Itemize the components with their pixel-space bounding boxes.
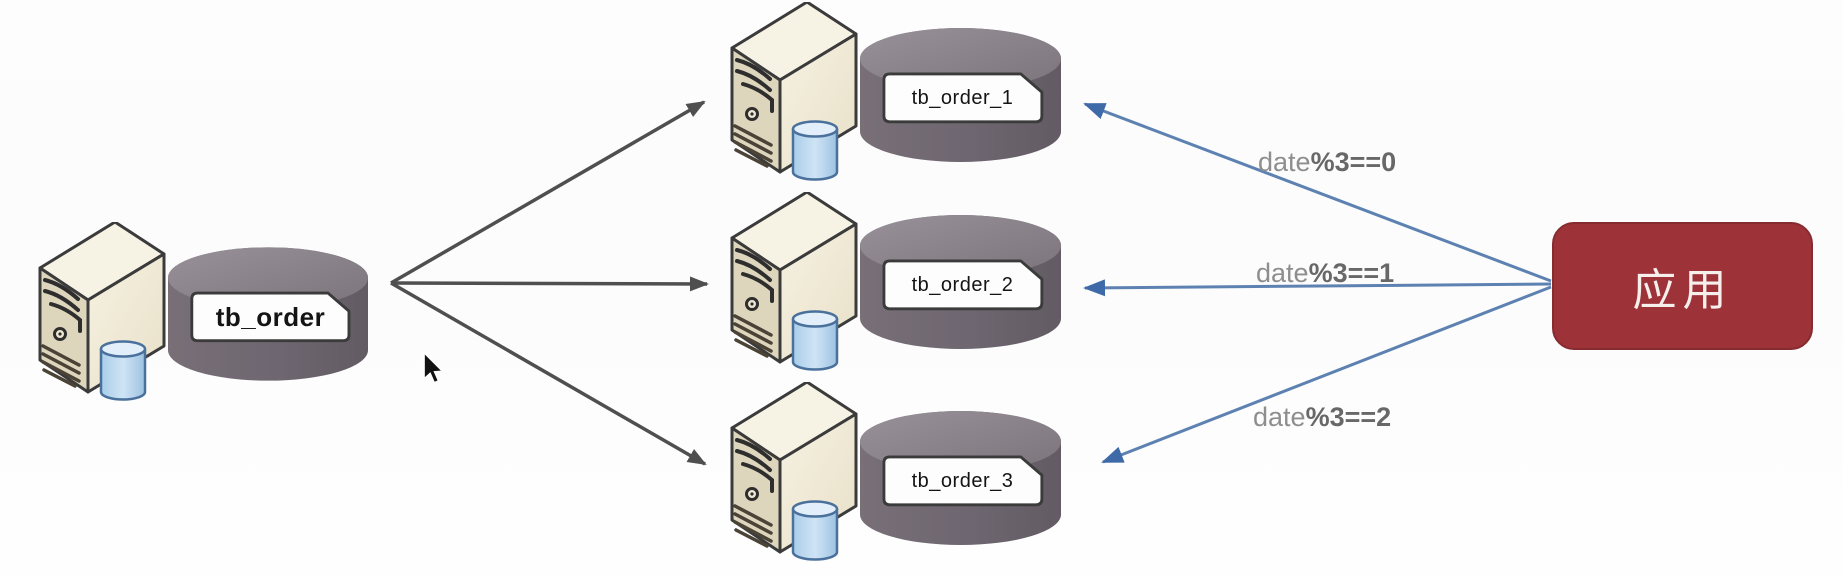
route-condition-2: date%3==1 — [1256, 257, 1394, 289]
split-arrow-top — [390, 100, 706, 285]
route-arrow-middle — [1083, 279, 1552, 297]
route-condition-1-prefix: date — [1258, 147, 1311, 177]
route-arrows — [1083, 102, 1552, 464]
route-condition-3: date%3==2 — [1253, 401, 1391, 433]
route-condition-3-prefix: date — [1253, 402, 1306, 432]
split-arrow-middle — [390, 276, 709, 292]
split-arrow-bottom — [390, 281, 707, 466]
server-icon — [727, 192, 859, 374]
route-condition-2-expr: %3==1 — [1308, 258, 1395, 288]
route-arrow-top — [1083, 102, 1552, 283]
route-condition-2-prefix: date — [1256, 258, 1309, 288]
route-condition-1: date%3==0 — [1258, 146, 1396, 178]
route-condition-3-expr: %3==2 — [1305, 402, 1392, 432]
shard-table-label-1: tb_order_1 — [911, 86, 1014, 109]
shard-table-label-2: tb_order_2 — [911, 273, 1014, 296]
shard-table-label-3: tb_order_3 — [911, 469, 1014, 492]
split-arrows — [390, 100, 709, 466]
server-icon — [727, 2, 859, 184]
application-box: 应用 — [1552, 222, 1813, 350]
route-condition-1-expr: %3==0 — [1310, 147, 1397, 177]
server-icon — [727, 382, 859, 564]
application-label: 应用 — [1632, 266, 1733, 315]
source-table-label: tb_order — [215, 301, 326, 332]
route-arrow-bottom — [1101, 285, 1552, 464]
server-icon — [35, 222, 167, 404]
mouse-cursor-icon — [423, 352, 444, 384]
